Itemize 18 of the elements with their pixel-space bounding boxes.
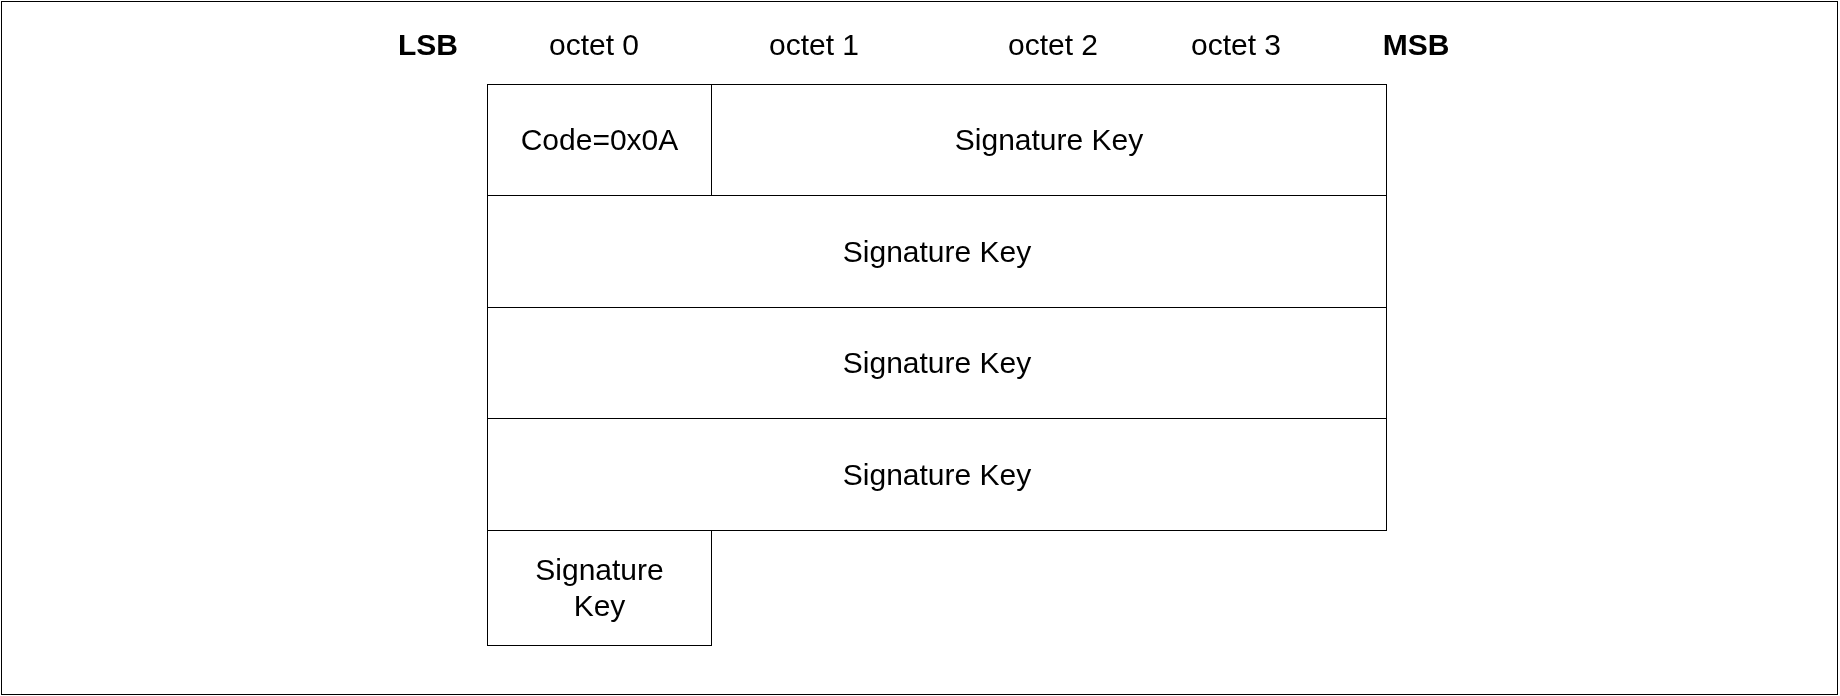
octet-label: octet 2 xyxy=(1007,27,1099,63)
field-label: Signature Key xyxy=(842,233,1032,270)
field-label: Signature Key xyxy=(842,345,1032,381)
packet-field xyxy=(487,418,1387,531)
packet-field xyxy=(711,84,1387,196)
packet-field xyxy=(487,307,1387,419)
octet-label: octet 1 xyxy=(768,27,860,63)
octet-label: octet 3 xyxy=(1190,27,1282,63)
bit-order-label: MSB xyxy=(1382,27,1450,63)
octet-label: octet 0 xyxy=(548,27,640,63)
packet-field xyxy=(487,195,1387,308)
packet-field xyxy=(487,530,712,646)
bit-order-label: LSB xyxy=(398,27,458,63)
field-label: Code=0x0A xyxy=(520,122,679,158)
field-label: Signature Key xyxy=(842,456,1032,493)
field-label: Signature Key xyxy=(954,122,1144,158)
packet-field xyxy=(487,84,712,196)
field-label: Signature Key xyxy=(534,552,665,624)
